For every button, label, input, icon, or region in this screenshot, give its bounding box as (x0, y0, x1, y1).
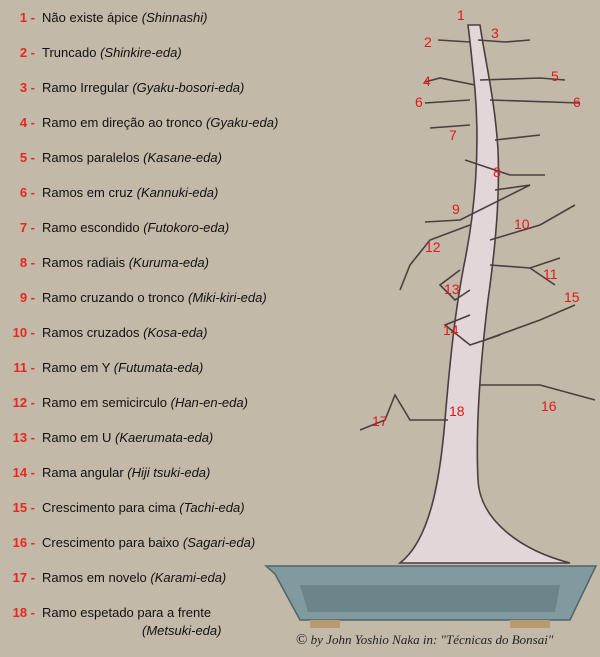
legend-number: 2 - (19, 45, 35, 60)
tree-label: 14 (443, 322, 459, 338)
legend-number: 10 - (12, 325, 35, 340)
legend-number: 6 - (19, 185, 35, 200)
tree-label: 13 (444, 281, 460, 297)
legend-name: Ramo cruzando o tronco (42, 290, 185, 305)
legend-name: Ramos em novelo (42, 570, 147, 585)
copyright-icon: © (296, 632, 308, 648)
tree-label: 4 (423, 73, 431, 89)
legend-term: (Metsuki-eda) (142, 623, 222, 638)
legend-term: (Futokoro-eda) (143, 220, 230, 235)
legend-name: Ramo espetado para a frente (42, 605, 212, 620)
legend-name: Ramo em direção ao tronco (42, 115, 203, 130)
tree-label: 3 (491, 25, 499, 41)
tree-label: 18 (449, 403, 465, 419)
legend-number: 8 - (19, 255, 35, 270)
tree-label: 2 (424, 34, 432, 50)
legend-number: 18 - (12, 605, 35, 620)
legend-number: 3 - (19, 80, 35, 95)
legend-term: (Shinkire-eda) (100, 45, 182, 60)
legend-term: (Hiji tsuki-eda) (127, 465, 211, 480)
tree-label: 5 (551, 68, 559, 84)
tree-label: 12 (425, 239, 441, 255)
tree-label: 10 (514, 216, 530, 232)
legend-term: (Gyaku-bosori-eda) (132, 80, 245, 95)
legend-term: (Han-en-eda) (170, 395, 248, 410)
legend-name: Ramo escondido (42, 220, 140, 235)
legend-name: Ramos em cruz (42, 185, 134, 200)
legend-term: (Kaerumata-eda) (114, 430, 214, 445)
legend-name: Rama angular (42, 465, 124, 480)
legend-term: (Kuruma-eda) (128, 255, 209, 270)
legend-name: Ramo em Y (42, 360, 111, 375)
legend-number: 17 - (12, 570, 35, 585)
tree-label: 9 (452, 201, 460, 217)
legend-number: 16 - (12, 535, 35, 550)
tree-label: 8 (493, 164, 501, 180)
legend-name: Truncado (42, 45, 97, 60)
legend-name: Ramo em semicirculo (42, 395, 167, 410)
legend-number: 4 - (19, 115, 35, 130)
tree-label: 6 (415, 94, 423, 110)
legend-name: Ramos paralelos (42, 150, 140, 165)
legend-name: Crescimento para baixo (42, 535, 180, 550)
credit-text: by John Yoshio Naka in: "Técnicas do Bon… (310, 632, 554, 647)
legend-term: (Miki-kiri-eda) (187, 290, 267, 305)
legend-term: (Shinnashi) (141, 10, 208, 25)
legend-number: 11 - (13, 360, 35, 375)
legend-term: (Sagari-eda) (182, 535, 256, 550)
legend-name: Crescimento para cima (42, 500, 176, 515)
pot (264, 565, 598, 628)
legend-number: 15 - (12, 500, 35, 515)
legend-term: (Tachi-eda) (179, 500, 245, 515)
legend-name: Não existe ápice (42, 10, 139, 25)
tree-label: 7 (449, 127, 457, 143)
legend-term: (Futumata-eda) (113, 360, 204, 375)
legend-name: Ramo em U (42, 430, 112, 445)
legend-number: 12 - (12, 395, 35, 410)
legend-term: (Karami-eda) (150, 570, 227, 585)
tree-label: 16 (541, 398, 557, 414)
legend-number: 1 - (19, 10, 35, 25)
tree-label: 6 (573, 94, 581, 110)
legend-name: Ramos cruzados (42, 325, 140, 340)
legend-term: (Kasane-eda) (143, 150, 222, 165)
legend-number: 14 - (12, 465, 35, 480)
legend-number: 5 - (19, 150, 35, 165)
legend-number: 9 - (19, 290, 35, 305)
tree-label: 17 (372, 413, 388, 429)
credit-line: © by John Yoshio Naka in: "Técnicas do B… (296, 632, 553, 649)
legend-number: 13 - (12, 430, 35, 445)
tree-label: 1 (457, 7, 465, 23)
legend-term: (Kosa-eda) (143, 325, 208, 340)
tree-label: 11 (543, 266, 558, 282)
tree (359, 24, 596, 564)
legend-number: 7 - (19, 220, 35, 235)
legend-name: Ramos radiais (42, 255, 126, 270)
tree-label: 15 (564, 289, 580, 305)
legend-term: (Kannuki-eda) (136, 185, 219, 200)
legend-name: Ramo Irregular (42, 80, 129, 95)
legend-term: (Gyaku-eda) (206, 115, 279, 130)
